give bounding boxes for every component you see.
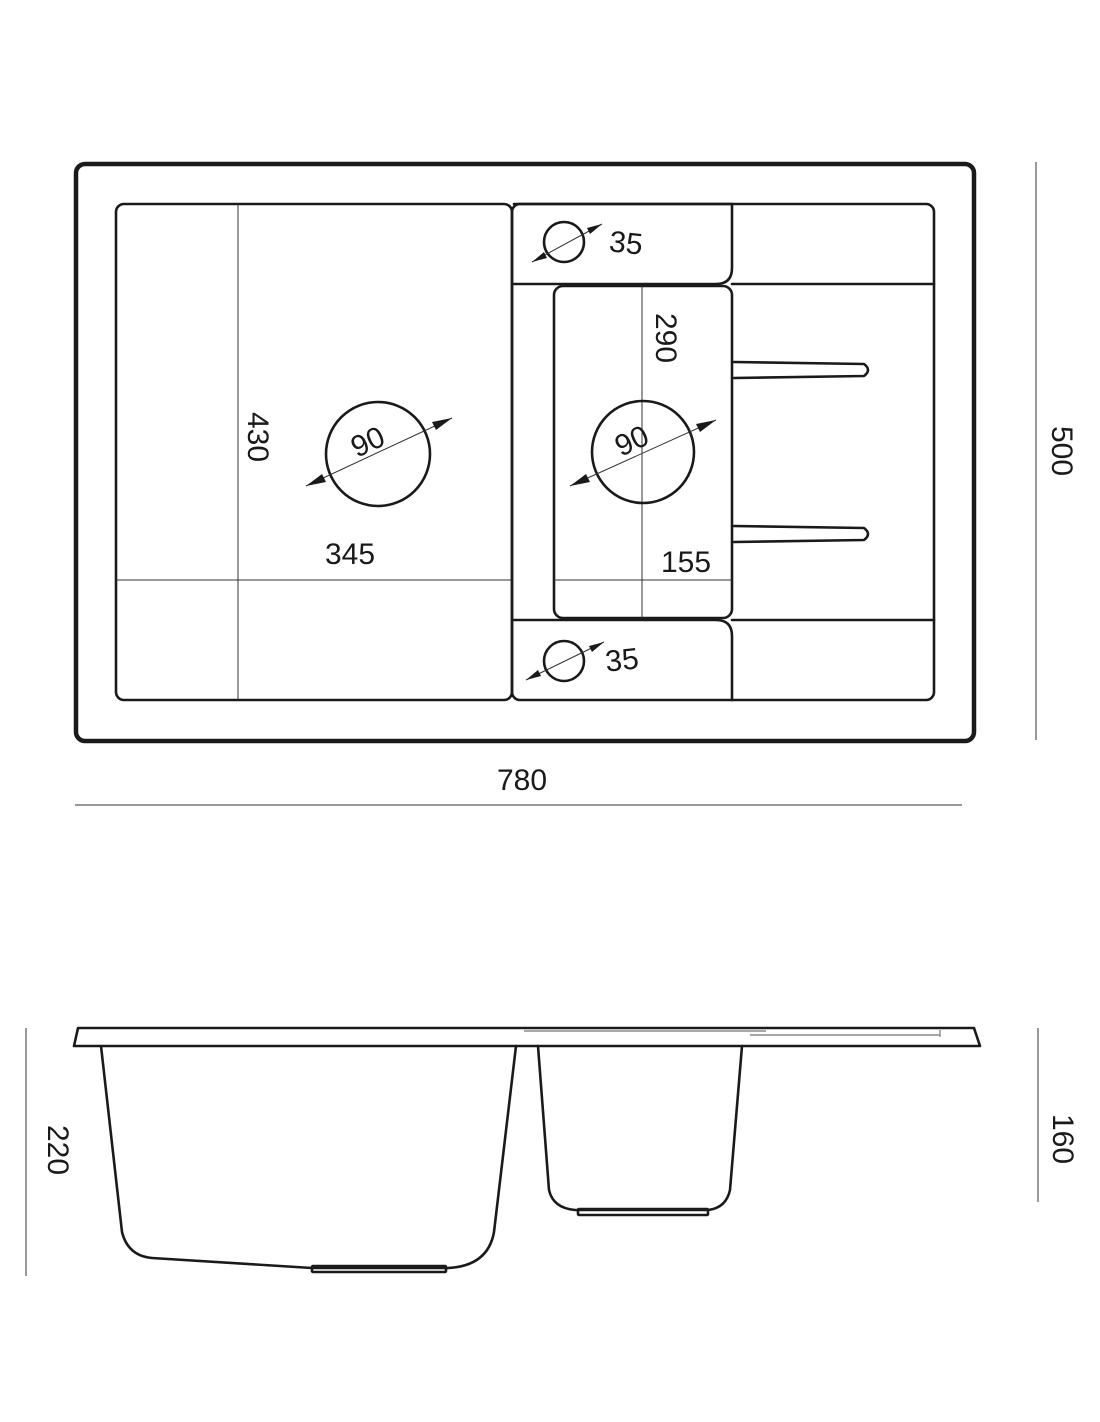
main-bowl-depth-label: 220 <box>41 1125 74 1175</box>
small-bowl-length-label: 290 <box>649 313 682 363</box>
small-drain-circle <box>590 399 696 505</box>
top-tap-arrow-left <box>532 252 547 262</box>
main-bowl-width-label: 345 <box>325 538 375 571</box>
main-bowl-drain-base <box>310 1264 448 1274</box>
top-view: 430 90 345 35 290 90 155 35 780 500 <box>73 161 1078 806</box>
bottom-tap-arrow-left <box>526 670 541 680</box>
top-tap-arrow-right <box>587 224 602 234</box>
main-drain-diameter-label: 90 <box>346 420 390 464</box>
tap-hole-top-label: 35 <box>608 225 645 261</box>
overall-width-label: 780 <box>497 764 547 797</box>
small-drain-dimension-line <box>569 419 717 487</box>
main-bowl-length-label: 430 <box>241 412 274 462</box>
sink-outer-rim <box>73 161 977 744</box>
main-drain-dimension-line <box>305 417 453 487</box>
drainboard-rib-upper <box>732 360 870 380</box>
sink-top-slab <box>72 1026 982 1048</box>
drainboard-rib-lower <box>732 524 870 544</box>
small-bowl-profile <box>536 1044 744 1212</box>
side-view: 220 160 <box>25 1026 1079 1276</box>
bottom-tap-hole <box>542 639 586 683</box>
small-bowl-outline <box>552 284 734 620</box>
small-bowl-drain-base <box>576 1207 710 1217</box>
tap-hole-bottom-label: 35 <box>604 642 641 678</box>
main-drain-circle <box>324 400 432 508</box>
overall-depth-label: 500 <box>1045 426 1078 476</box>
top-tap-hole <box>542 220 586 264</box>
small-drain-arrow-left <box>570 474 590 486</box>
bottom-tap-panel <box>512 618 734 702</box>
small-bowl-depth-label: 160 <box>1046 1114 1079 1164</box>
small-bowl-width-label: 155 <box>661 546 711 579</box>
main-bowl-profile <box>99 1044 518 1270</box>
small-drain-arrow-right <box>696 420 716 432</box>
drainboard-panel <box>510 202 936 702</box>
top-tap-panel <box>512 202 734 286</box>
bottom-tap-arrow-right <box>589 642 604 652</box>
main-drain-arrow-right <box>432 418 452 430</box>
small-drain-diameter-label: 90 <box>610 419 654 463</box>
main-bowl-outline <box>114 202 514 702</box>
main-drain-arrow-left <box>306 474 326 486</box>
